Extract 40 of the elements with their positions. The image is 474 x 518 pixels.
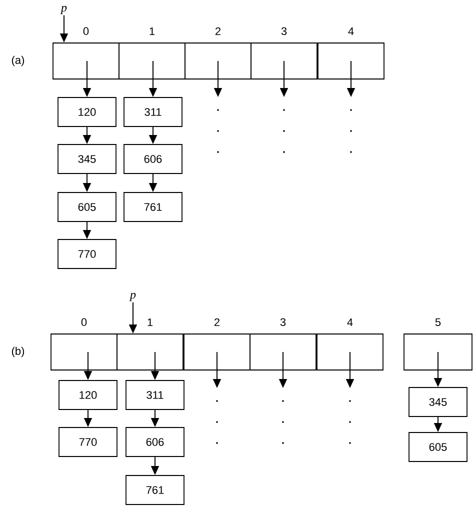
panel-label: (b) [12, 346, 24, 358]
list-node-box: 761 [124, 192, 182, 222]
index-label: 3 [280, 318, 286, 326]
index-label: 0 [83, 27, 89, 36]
index-label: 3 [281, 27, 287, 36]
index-label: 1 [150, 27, 155, 36]
list-node-box: 311 [126, 380, 184, 410]
array-cell [50, 334, 118, 370]
array-cell [116, 334, 184, 370]
array-cell [184, 42, 252, 80]
array-cell [316, 334, 384, 370]
array-cell [118, 42, 186, 80]
index-label: 2 [216, 27, 220, 36]
array-cell [250, 334, 316, 370]
list-node-box: 761 [126, 475, 184, 505]
array-cell [318, 42, 384, 80]
list-node-box: 606 [126, 427, 184, 457]
list-node-box: 120 [58, 97, 116, 127]
list-node-box: 606 [124, 144, 182, 174]
index-label: 4 [347, 318, 353, 326]
index-label: 4 [348, 27, 354, 36]
list-node-box: 311 [124, 97, 182, 127]
list-node-box: 345 [58, 144, 116, 174]
index-label: 2 [214, 318, 220, 326]
pointer-label: p [60, 6, 67, 14]
panel-label: (a) [12, 56, 24, 66]
list-node-box: 770 [58, 239, 116, 269]
list-node-box: 770 [58, 427, 118, 457]
list-node-box: 605 [58, 192, 116, 222]
array-cell [404, 334, 472, 370]
array-cell [250, 42, 318, 80]
index-label: 1 [148, 318, 153, 326]
list-node-box: 120 [58, 380, 118, 410]
index-label: 0 [81, 318, 87, 326]
list-node-box: 605 [408, 432, 468, 462]
list-node-box: 345 [408, 387, 468, 417]
pointer-label: p [129, 292, 136, 302]
index-label: 5 [435, 318, 441, 326]
array-cell [184, 334, 250, 370]
array-cell [52, 42, 120, 80]
